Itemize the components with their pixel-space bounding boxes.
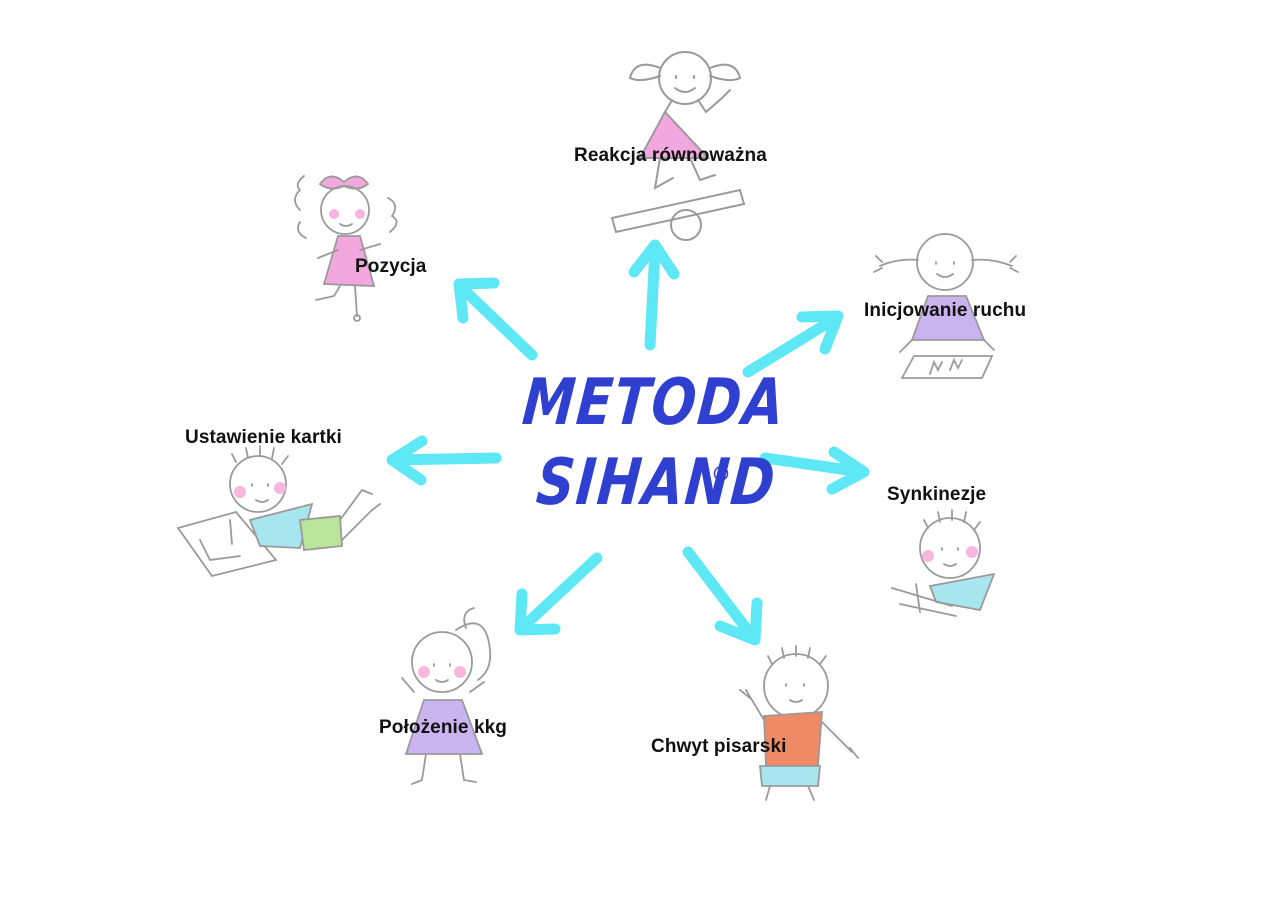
title-sihand: SIHAND bbox=[533, 446, 780, 520]
arrow-inicjowanie bbox=[742, 310, 844, 378]
registered-mark: ® bbox=[711, 462, 731, 486]
girl-braids-illustration bbox=[873, 233, 1019, 379]
arrow-pozycja bbox=[453, 277, 538, 361]
arrow-polozenie bbox=[514, 552, 603, 636]
label-chwyt: Chwyt pisarski bbox=[651, 736, 787, 757]
boy-lying-illustration bbox=[176, 445, 381, 578]
label-pozycja: Pozycja bbox=[355, 256, 427, 277]
boy-synkinezje-illustration bbox=[891, 509, 996, 617]
girl-pozycja-illustration bbox=[294, 175, 398, 322]
label-reakcja: Reakcja równoważna bbox=[574, 145, 767, 166]
arrow-reakcja bbox=[628, 239, 680, 351]
girl-balancing-illustration bbox=[610, 51, 746, 241]
title-metoda: METODA bbox=[519, 366, 789, 440]
label-ustawienie: Ustawienie kartki bbox=[185, 427, 342, 448]
arrow-chwyt bbox=[682, 546, 763, 646]
arrow-synkinezje bbox=[759, 446, 870, 495]
girl-ponytail-illustration bbox=[401, 607, 492, 785]
label-inicjowanie: Inicjowanie ruchu bbox=[864, 300, 1027, 321]
label-synkinezje: Synkinezje bbox=[887, 484, 987, 505]
label-polozenie: Położenie kkg bbox=[379, 717, 508, 738]
boy-chwyt-illustration bbox=[739, 645, 859, 801]
arrow-ustawienie bbox=[386, 435, 502, 486]
